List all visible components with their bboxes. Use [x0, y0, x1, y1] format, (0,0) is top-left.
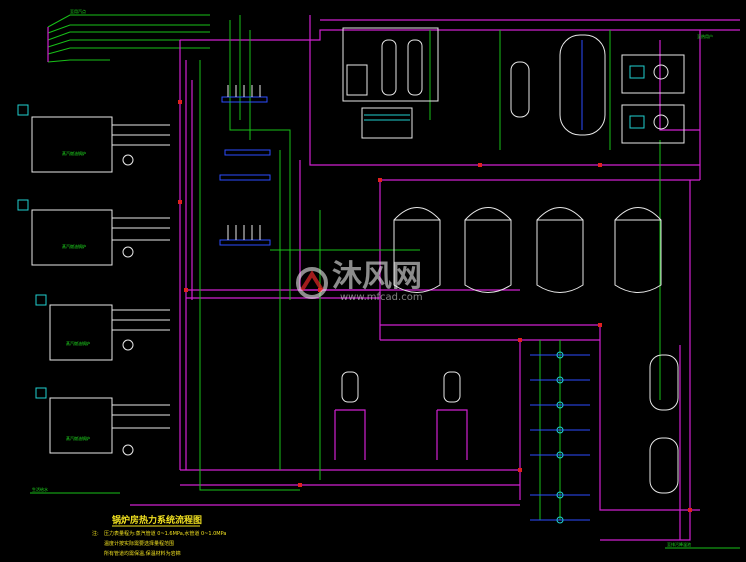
- vessel-2[interactable]: [464, 207, 512, 293]
- salt-tank[interactable]: [361, 107, 413, 139]
- watermark-text: 沐风网: [332, 259, 422, 294]
- water-lines: [199, 15, 661, 520]
- note-line-3: 所有管道均需保温,保温材料为岩棉: [104, 550, 181, 557]
- boiler-1[interactable]: 蒸汽燃油锅炉: [17, 104, 170, 173]
- header-1[interactable]: [221, 96, 268, 103]
- vessel-3[interactable]: [536, 207, 584, 293]
- bottom-right-label: 至排污降温池: [667, 541, 691, 547]
- title-block: 锅炉房热力系统流程图 注: 压力表量程为:蒸汽管道 0~1.6MPa,水管道 0…: [92, 514, 226, 557]
- boiler-4-label: 蒸汽燃油锅炉: [66, 435, 90, 441]
- boiler-1-label: 蒸汽燃油锅炉: [62, 150, 86, 156]
- tank-d[interactable]: [649, 437, 679, 494]
- water-tank[interactable]: [559, 34, 606, 136]
- watermark: 沐风网 www.mfcad.com: [296, 259, 423, 303]
- bottom-left-label: 生活给水: [32, 486, 48, 492]
- edge-labels: 生活给水 至排污降温池: [30, 486, 740, 549]
- water-treatment: 至热用户: [342, 27, 713, 144]
- top-left-label: 至用汽点: [70, 8, 86, 14]
- boiler-2[interactable]: 蒸汽燃油锅炉: [17, 199, 170, 266]
- steam-headers: [219, 85, 271, 246]
- boiler-3[interactable]: 蒸汽燃油锅炉: [35, 294, 170, 361]
- deaerator[interactable]: [510, 61, 530, 118]
- vessel-4[interactable]: [614, 207, 662, 293]
- vessel-group: [393, 207, 662, 293]
- vessel-1[interactable]: [393, 207, 441, 293]
- tank-b[interactable]: [443, 371, 461, 403]
- watermark-url: www.mfcad.com: [340, 292, 423, 303]
- pump-rows: [530, 351, 590, 524]
- tank-a[interactable]: [341, 371, 359, 403]
- junction-markers: [178, 100, 692, 512]
- pump-unit-1[interactable]: [621, 54, 685, 94]
- top-left-steam-lines: 至用汽点: [47, 8, 210, 63]
- note-line-2: 温度计按实际需要选择量程范围: [104, 540, 174, 547]
- note-line-1: 压力表量程为:蒸汽管道 0~1.6MPa,水管道 0~1.0MPa: [104, 530, 226, 537]
- softener-frame[interactable]: [342, 27, 439, 102]
- boiler-group: 蒸汽燃油锅炉 蒸汽燃油锅炉 蒸汽燃油锅炉 蒸汽燃油锅炉: [17, 104, 170, 456]
- boiler-4[interactable]: 蒸汽燃油锅炉: [35, 387, 170, 456]
- steam-mains: [130, 15, 740, 541]
- note-prefix: 注:: [92, 530, 99, 537]
- tank-c[interactable]: [649, 354, 679, 411]
- boiler-3-label: 蒸汽燃油锅炉: [66, 340, 90, 346]
- right-top-label: 至热用户: [697, 33, 713, 39]
- watermark-logo: [296, 267, 328, 299]
- header-4[interactable]: [219, 239, 271, 246]
- header-2[interactable]: [224, 149, 271, 156]
- boiler-2-label: 蒸汽燃油锅炉: [62, 243, 86, 249]
- pump-unit-2[interactable]: [621, 104, 685, 144]
- lower-tanks: [334, 354, 679, 494]
- drawing-title: 锅炉房热力系统流程图: [111, 514, 202, 526]
- header-3[interactable]: [219, 174, 271, 181]
